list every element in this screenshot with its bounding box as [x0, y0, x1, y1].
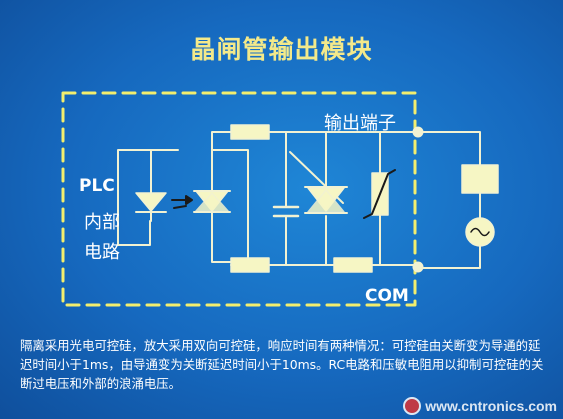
- resistor-bottom-right: [333, 257, 373, 273]
- circuit-label: 电路: [84, 242, 120, 263]
- opto-triac: [193, 149, 231, 223]
- slide-title: 晶闸管输出模块: [190, 35, 373, 64]
- output-terminal-label: 输出端子: [324, 113, 396, 134]
- ac-source: [465, 217, 495, 247]
- varistor: [363, 169, 396, 219]
- plc-label: PLC: [79, 176, 115, 196]
- thyristor-circuit-diagram: [61, 91, 499, 307]
- resistor-bottom-left: [230, 257, 270, 273]
- module-boundary: [61, 91, 417, 307]
- inner-label: 内部: [84, 212, 120, 233]
- watermark-logo-icon: [403, 397, 422, 415]
- com-label: COM: [365, 286, 409, 306]
- watermark-text: www.cntronics.com: [425, 398, 557, 414]
- resistor-top: [230, 124, 270, 140]
- light-arrows: [171, 195, 193, 209]
- main-triac: [304, 186, 348, 214]
- description-text: 隔离采用光电可控硅，放大采用双向可控硅，响应时间有两种情况：可控硅由关断变为导通…: [20, 338, 544, 391]
- opto-led: [135, 149, 167, 222]
- output-terminal-top: [412, 126, 424, 138]
- rc-capacitor: [272, 205, 300, 218]
- output-terminal-bottom: [412, 261, 424, 273]
- external-load: [461, 164, 499, 194]
- watermark: www.cntronics.com: [403, 397, 557, 415]
